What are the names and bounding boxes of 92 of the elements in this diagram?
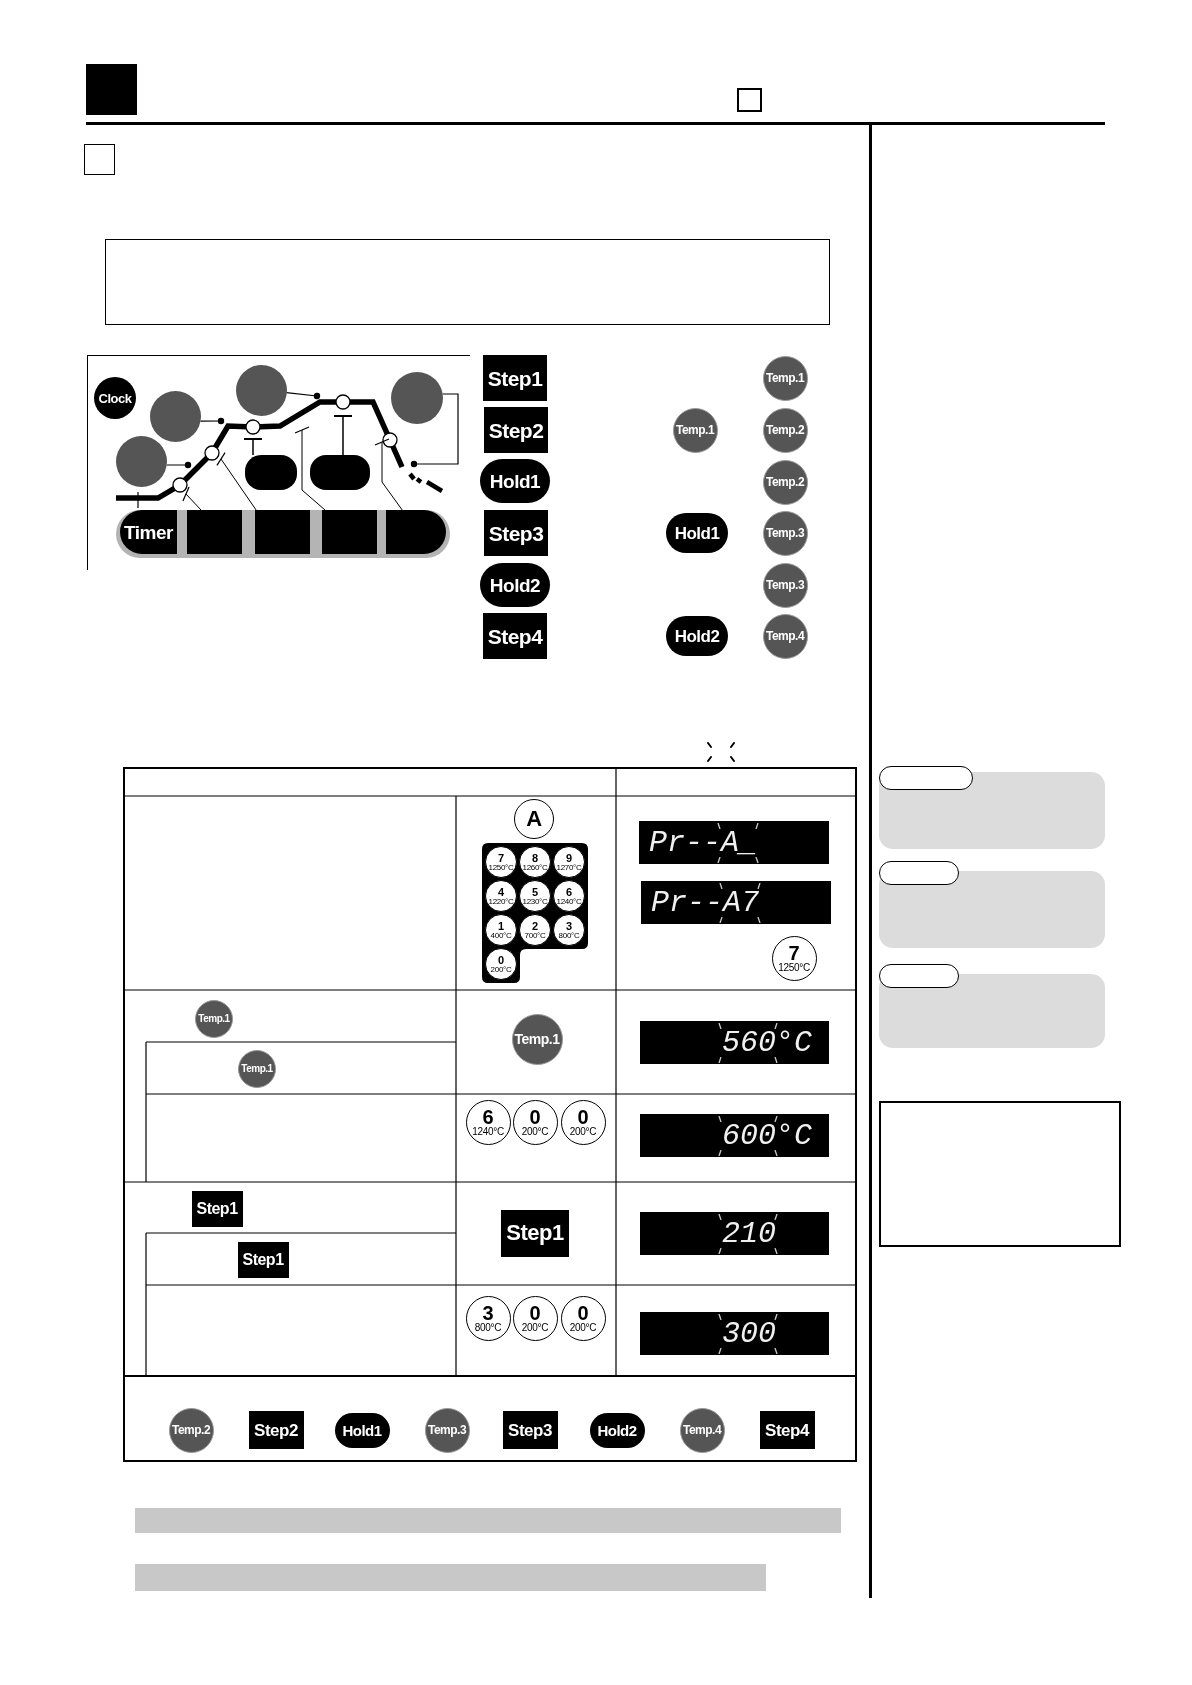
step-key: Step2 [248, 1411, 304, 1449]
key-digit: 0 [497, 954, 505, 966]
lcd-display [640, 1021, 829, 1064]
temp-key: Temp.4 [679, 1407, 725, 1453]
note-tab [879, 766, 973, 790]
key-digit: 2 [531, 920, 539, 932]
key-digit: 0 [529, 1303, 541, 1323]
display-readout: 210 [722, 1220, 776, 1247]
temp-key: Temp.3 [762, 562, 808, 608]
key-temperature: 400°C [490, 931, 512, 940]
display-readout: Pr--A7 [651, 889, 760, 916]
step-key: Step3 [484, 510, 548, 556]
key-digit: 0 [577, 1303, 589, 1323]
step-key: Step2 [484, 407, 548, 453]
temp-key: Temp.1 [762, 355, 808, 401]
lcd-display [640, 1114, 829, 1157]
lcd-display [641, 881, 831, 924]
step-key: Step4 [483, 613, 547, 659]
note-tab [879, 964, 959, 988]
temp-key: Temp.2 [762, 407, 808, 453]
lcd-display [640, 1212, 829, 1255]
hold-key: Hold2 [666, 616, 728, 656]
key-temperature: 1240°C [472, 1127, 504, 1137]
key-digit: 3 [565, 920, 573, 932]
key-digit: 1 [497, 920, 505, 932]
timer-key: Timer [120, 510, 177, 554]
key-digit: 0 [577, 1107, 589, 1127]
timer-segment [322, 510, 377, 554]
temp-key: Temp.1 [195, 1000, 233, 1038]
key-temperature: 700°C [524, 931, 546, 940]
display-readout: 300 [722, 1320, 776, 1347]
key-temperature: 1230°C [522, 897, 548, 906]
key-digit: 5 [531, 886, 539, 898]
step-key: Step1 [501, 1209, 569, 1257]
key-digit: 7 [497, 852, 505, 864]
key-digit: 9 [565, 852, 573, 864]
step-key: Step4 [759, 1411, 815, 1449]
display-readout: 600°C [722, 1122, 812, 1149]
temp-key: Temp.4 [762, 613, 808, 659]
timer-segment [386, 510, 446, 554]
key-digit: 7 [788, 943, 800, 963]
key-digit: 6 [565, 886, 573, 898]
lcd-display [640, 1312, 829, 1355]
temp-key: Temp.2 [168, 1407, 214, 1453]
key-digit: 0 [529, 1107, 541, 1127]
key-digit: 4 [497, 886, 505, 898]
key-temperature: 1260°C [522, 863, 548, 872]
note-panel [879, 772, 1105, 849]
lcd-display [639, 821, 829, 864]
key-temperature: 200°C [569, 1127, 597, 1137]
key-temperature: 200°C [490, 965, 512, 974]
step-key: Step3 [502, 1411, 558, 1449]
step-key: Step1 [483, 355, 547, 401]
temp-key: Temp.3 [762, 510, 808, 556]
key-temperature: 200°C [521, 1127, 549, 1137]
hold-key: Hold1 [666, 513, 728, 553]
hold-key: Hold1 [334, 1412, 390, 1448]
hold-key: Hold2 [589, 1412, 645, 1448]
note-panel [879, 974, 1105, 1048]
temp-key: Temp.3 [424, 1407, 470, 1453]
key-digit: 8 [531, 852, 539, 864]
timer-segment [255, 510, 310, 554]
key-temperature: 1270°C [556, 863, 582, 872]
temp-key: Temp.1 [672, 407, 718, 453]
key-digit: 6 [482, 1107, 494, 1127]
key-temperature: 1240°C [556, 897, 582, 906]
display-readout: Pr--A_ [649, 829, 758, 856]
key-temperature: 200°C [521, 1323, 549, 1333]
key-temperature: 1220°C [488, 897, 514, 906]
summary-box [105, 239, 830, 325]
a-key: A [514, 799, 554, 839]
key-temperature: 800°C [558, 931, 580, 940]
note-frame [879, 1101, 1121, 1247]
hold-key: Hold1 [480, 459, 550, 503]
key-temperature: 1250°C [778, 963, 810, 973]
hold-key: Hold2 [480, 563, 550, 607]
key-temperature: 200°C [569, 1323, 597, 1333]
step-key: Step1 [191, 1191, 243, 1227]
chapter-tab [86, 64, 137, 115]
step-key: Step1 [237, 1242, 289, 1278]
timer-bar [116, 510, 450, 558]
key-temperature: 800°C [474, 1323, 502, 1333]
note-panel [879, 871, 1105, 948]
display-readout: 560°C [722, 1029, 812, 1056]
note-tab [879, 861, 959, 885]
keypad [482, 843, 588, 983]
key-temperature: 1250°C [488, 863, 514, 872]
key-digit: 3 [482, 1303, 494, 1323]
timer-segment [187, 510, 242, 554]
temp-key: Temp.2 [762, 459, 808, 505]
temp-key: Temp.1 [238, 1050, 276, 1088]
temp-key: Temp.1 [511, 1013, 563, 1065]
